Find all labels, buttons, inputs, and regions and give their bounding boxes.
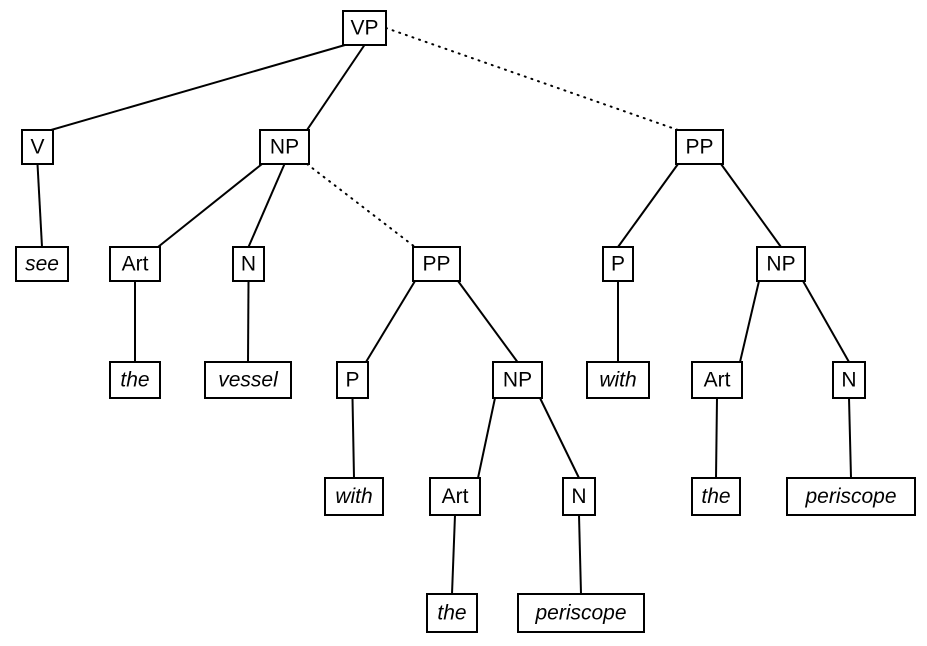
tree-edge-np-right-to-n-right [802,280,850,363]
node-label-p-right: P [611,253,625,276]
tree-node-see[interactable]: see [15,246,69,282]
tree-node-pp-right[interactable]: PP [675,129,724,165]
node-label-v: V [30,136,44,159]
node-label-np-right: NP [766,253,795,276]
tree-edge-p-mid-to-with-mid [351,397,355,479]
node-box-the-mid [426,593,478,633]
tree-node-n-right[interactable]: N [832,361,866,399]
node-label-periscope-r: periscope [804,485,896,508]
tree-edge-v-to-see [36,163,43,248]
node-box-n-right [832,361,866,399]
node-box-periscope-m [517,593,645,633]
node-box-np-right [756,246,806,282]
tree-edge-pp-mid-to-np-mid [457,280,519,363]
node-label-with-right: with [599,369,636,392]
node-label-periscope-m: periscope [534,602,626,625]
tree-node-the1[interactable]: the [109,361,161,399]
tree-node-vp[interactable]: VP [342,10,387,46]
tree-edge-pp-right-to-np-right [720,163,782,248]
tree-node-pp-mid[interactable]: PP [412,246,461,282]
node-label-with-mid: with [335,485,372,508]
node-label-pp-right: PP [685,136,713,159]
node-label-art-right: Art [704,369,731,392]
tree-node-np-right[interactable]: NP [756,246,806,282]
node-label-art1: Art [122,253,149,276]
tree-edge-n-mid-to-periscope-m [578,514,582,595]
tree-node-art-right[interactable]: Art [691,361,743,399]
node-box-np1 [259,129,310,165]
tree-node-v[interactable]: V [21,129,54,165]
node-box-n-mid [562,477,596,516]
node-box-pp-mid [412,246,461,282]
tree-node-np1[interactable]: NP [259,129,310,165]
node-box-with-right [586,361,650,399]
node-box-vessel [204,361,292,399]
node-box-art-right [691,361,743,399]
edge-layer [36,27,852,595]
node-label-pp-mid: PP [422,253,450,276]
node-label-n1: N [241,253,256,276]
node-label-np-mid: NP [503,369,532,392]
tree-edge-pp-right-to-p-right [617,163,679,248]
node-label-vp: VP [350,17,378,40]
node-box-periscope-r [786,477,916,516]
node-box-p-right [602,246,634,282]
node-box-art-mid [429,477,481,516]
tree-node-periscope-r[interactable]: periscope [786,477,916,516]
tree-edge-pp-mid-to-p-mid [365,280,416,363]
node-label-n-mid: N [571,485,586,508]
node-box-np-mid [492,361,543,399]
node-label-the-mid: the [437,602,466,625]
tree-node-the-right[interactable]: the [691,477,741,516]
tree-node-with-right[interactable]: with [586,361,650,399]
node-box-with-mid [324,477,384,516]
node-box-p-mid [336,361,369,399]
node-box-v [21,129,54,165]
tree-edge-np-mid-to-art-mid [477,397,496,479]
node-label-n-right: N [841,369,856,392]
tree-edge-art-mid-to-the-mid [451,514,456,595]
tree-node-the-mid[interactable]: the [426,593,478,633]
node-box-the-right [691,477,741,516]
tree-edge-vp-to-v [50,44,346,131]
tree-node-periscope-m[interactable]: periscope [517,593,645,633]
node-label-p-mid: P [345,369,359,392]
tree-edge-np1-to-pp-mid [306,163,416,248]
tree-edge-vp-to-pp-right [385,27,679,131]
tree-node-n1[interactable]: N [232,246,265,282]
node-label-vessel: vessel [218,369,279,392]
node-box-vp [342,10,387,46]
tree-edge-np-right-to-art-right [739,280,760,363]
node-box-see [15,246,69,282]
tree-edge-art-right-to-the-right [715,397,718,479]
tree-edge-np1-to-n1 [247,163,286,248]
node-label-np1: NP [270,136,299,159]
tree-node-with-mid[interactable]: with [324,477,384,516]
tree-node-art1[interactable]: Art [109,246,161,282]
node-label-art-mid: Art [442,485,469,508]
tree-edge-n-right-to-periscope-r [848,397,852,479]
node-label-see: see [25,253,59,276]
tree-edge-n1-to-vessel [247,280,250,363]
node-label-the-right: the [701,485,730,508]
node-box-pp-right [675,129,724,165]
node-label-the1: the [120,369,149,392]
tree-node-art-mid[interactable]: Art [429,477,481,516]
node-box-the1 [109,361,161,399]
tree-edge-np1-to-art1 [157,163,263,248]
tree-node-n-mid[interactable]: N [562,477,596,516]
tree-edge-np-mid-to-n-mid [539,397,580,479]
tree-edge-vp-to-np1 [306,44,366,131]
tree-node-np-mid[interactable]: NP [492,361,543,399]
tree-node-p-mid[interactable]: P [336,361,369,399]
node-box-n1 [232,246,265,282]
tree-node-p-right[interactable]: P [602,246,634,282]
tree-node-vessel[interactable]: vessel [204,361,292,399]
node-box-art1 [109,246,161,282]
